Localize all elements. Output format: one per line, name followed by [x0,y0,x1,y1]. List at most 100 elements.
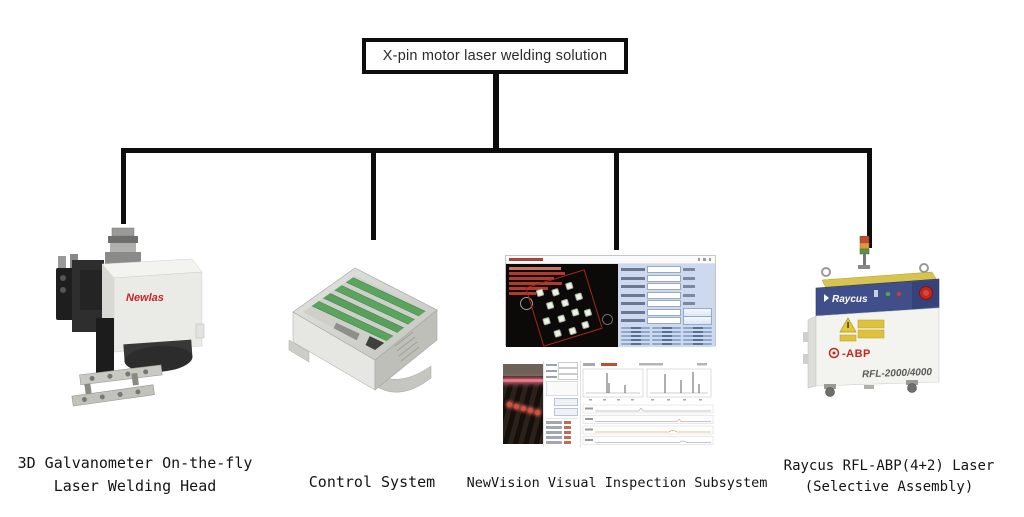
abp-marking: -ABP [828,347,871,360]
panel-button [683,338,712,341]
strip-charts [582,404,714,445]
panel-button [652,342,681,345]
label-line: (Selective Assembly) [804,479,974,495]
weld-spot [568,326,577,336]
welding-head-top-connector [105,227,141,264]
parameter-row [621,274,712,282]
panel-button [652,334,681,337]
vision-screenshot-main [505,255,716,347]
parameter-row [621,300,712,307]
panel-button [652,338,681,341]
label-line: Raycus RFL-ABP(4+2) Laser [783,458,995,474]
fiducial-circle-marker [602,314,613,325]
weld-spot [535,288,545,298]
parameter-row [621,307,712,317]
welding-head-fixture [71,364,163,407]
parameter-row [621,283,712,290]
panel-button [621,338,650,341]
spike-plot-right [646,368,712,401]
panel-button [621,326,650,329]
overlay-annotation-line [509,267,561,270]
raycus-brand-logo: Raycus [832,294,868,305]
welding-head-bracket [56,254,106,332]
signal-tower-light [858,236,870,269]
weld-spot [570,308,580,317]
small-button [553,398,578,406]
weld-spot [581,320,590,330]
indicator-green-icon [885,291,891,297]
overlay-annotation-line [509,282,562,285]
welding-head-photo: Newlas [56,227,205,407]
label-line: NewVision Visual Inspection Subsystem [466,475,768,491]
weld-spot [542,316,551,326]
label-line: 3D Galvanometer On-the-fly [17,454,253,472]
weld-spot [557,314,566,324]
panel-button [652,326,681,329]
detection-region-outline [525,269,603,347]
model-marking-text: RFL-2000/4000 [862,367,933,380]
panel-button [683,330,712,333]
weld-spot [551,287,560,297]
overlay-annotation-line [509,272,565,275]
connector-drop-control-system [371,148,376,240]
window-controls-icons [697,258,711,261]
overlay-annotation-line [509,287,548,290]
indicator-red-icon [896,291,902,297]
vision-window-title-text [509,258,543,261]
panel-button [683,326,712,329]
weld-spot [583,308,593,318]
connector-horizontal [121,148,872,153]
panel-button [652,330,681,333]
panel-button [621,342,650,345]
branch-label-welding-head: 3D Galvanometer On-the-fly Laser Welding… [18,452,253,498]
weld-spot [545,301,555,310]
spike-plot-left [582,368,644,401]
parameter-row [621,266,712,273]
vision-button-grid [621,326,712,345]
fiducial-circle-marker [520,297,533,310]
panel-button [683,342,712,345]
vision-camera-view [506,264,618,347]
waveform-control-column [543,361,581,447]
overlay-annotation-line [509,292,536,295]
warning-labels [839,317,885,342]
panel-button [683,334,712,337]
connector-drop-vision [614,148,619,250]
parameter-row [621,316,712,325]
control-box-vent [394,331,420,362]
label-line: Control System [308,473,436,491]
branch-label-control-system: Control System [309,471,435,494]
note-box [546,381,578,396]
parameter-row [621,291,712,299]
control-system-photo [288,267,438,393]
result-list [546,418,578,445]
branch-label-vision-subsystem: NewVision Visual Inspection Subsystem [467,473,768,493]
welding-head-body: Newlas [101,258,205,353]
root-node-box: X-pin motor laser welding solution [362,38,628,74]
laser-line [503,379,543,382]
connector-drop-laser [867,148,872,248]
abp-text: -ABP [842,348,871,360]
small-button [553,408,578,416]
vision-window-titlebar [506,256,715,264]
welding-head-motor [123,339,193,373]
panel-button [683,316,712,325]
laser-cabinet-top: Raycus [815,271,940,317]
panel-button [621,334,650,337]
vision-screenshot-waveforms [503,361,716,447]
overlay-annotation-line [509,277,554,280]
plot-legend-red [601,363,617,366]
connector-drop-welding-head [121,148,126,224]
weld-spot [564,281,574,291]
weld-spot [574,292,584,302]
raycus-laser-photo: Raycus -ABP RFL-2000/4000 [803,236,940,397]
weld-spot [553,329,563,338]
laser-triangulation-camera-view [503,364,543,444]
connector-root-stub [493,72,499,150]
vision-settings-panel [618,264,715,347]
label-line: Laser Welding Head [53,477,217,495]
branch-label-laser: Raycus RFL-ABP(4+2) Laser (Selective Ass… [784,456,995,498]
welding-head-brand-logo: Newlas [126,292,164,304]
lifting-eyebolt-icons [821,263,929,277]
weld-spot [560,298,570,308]
